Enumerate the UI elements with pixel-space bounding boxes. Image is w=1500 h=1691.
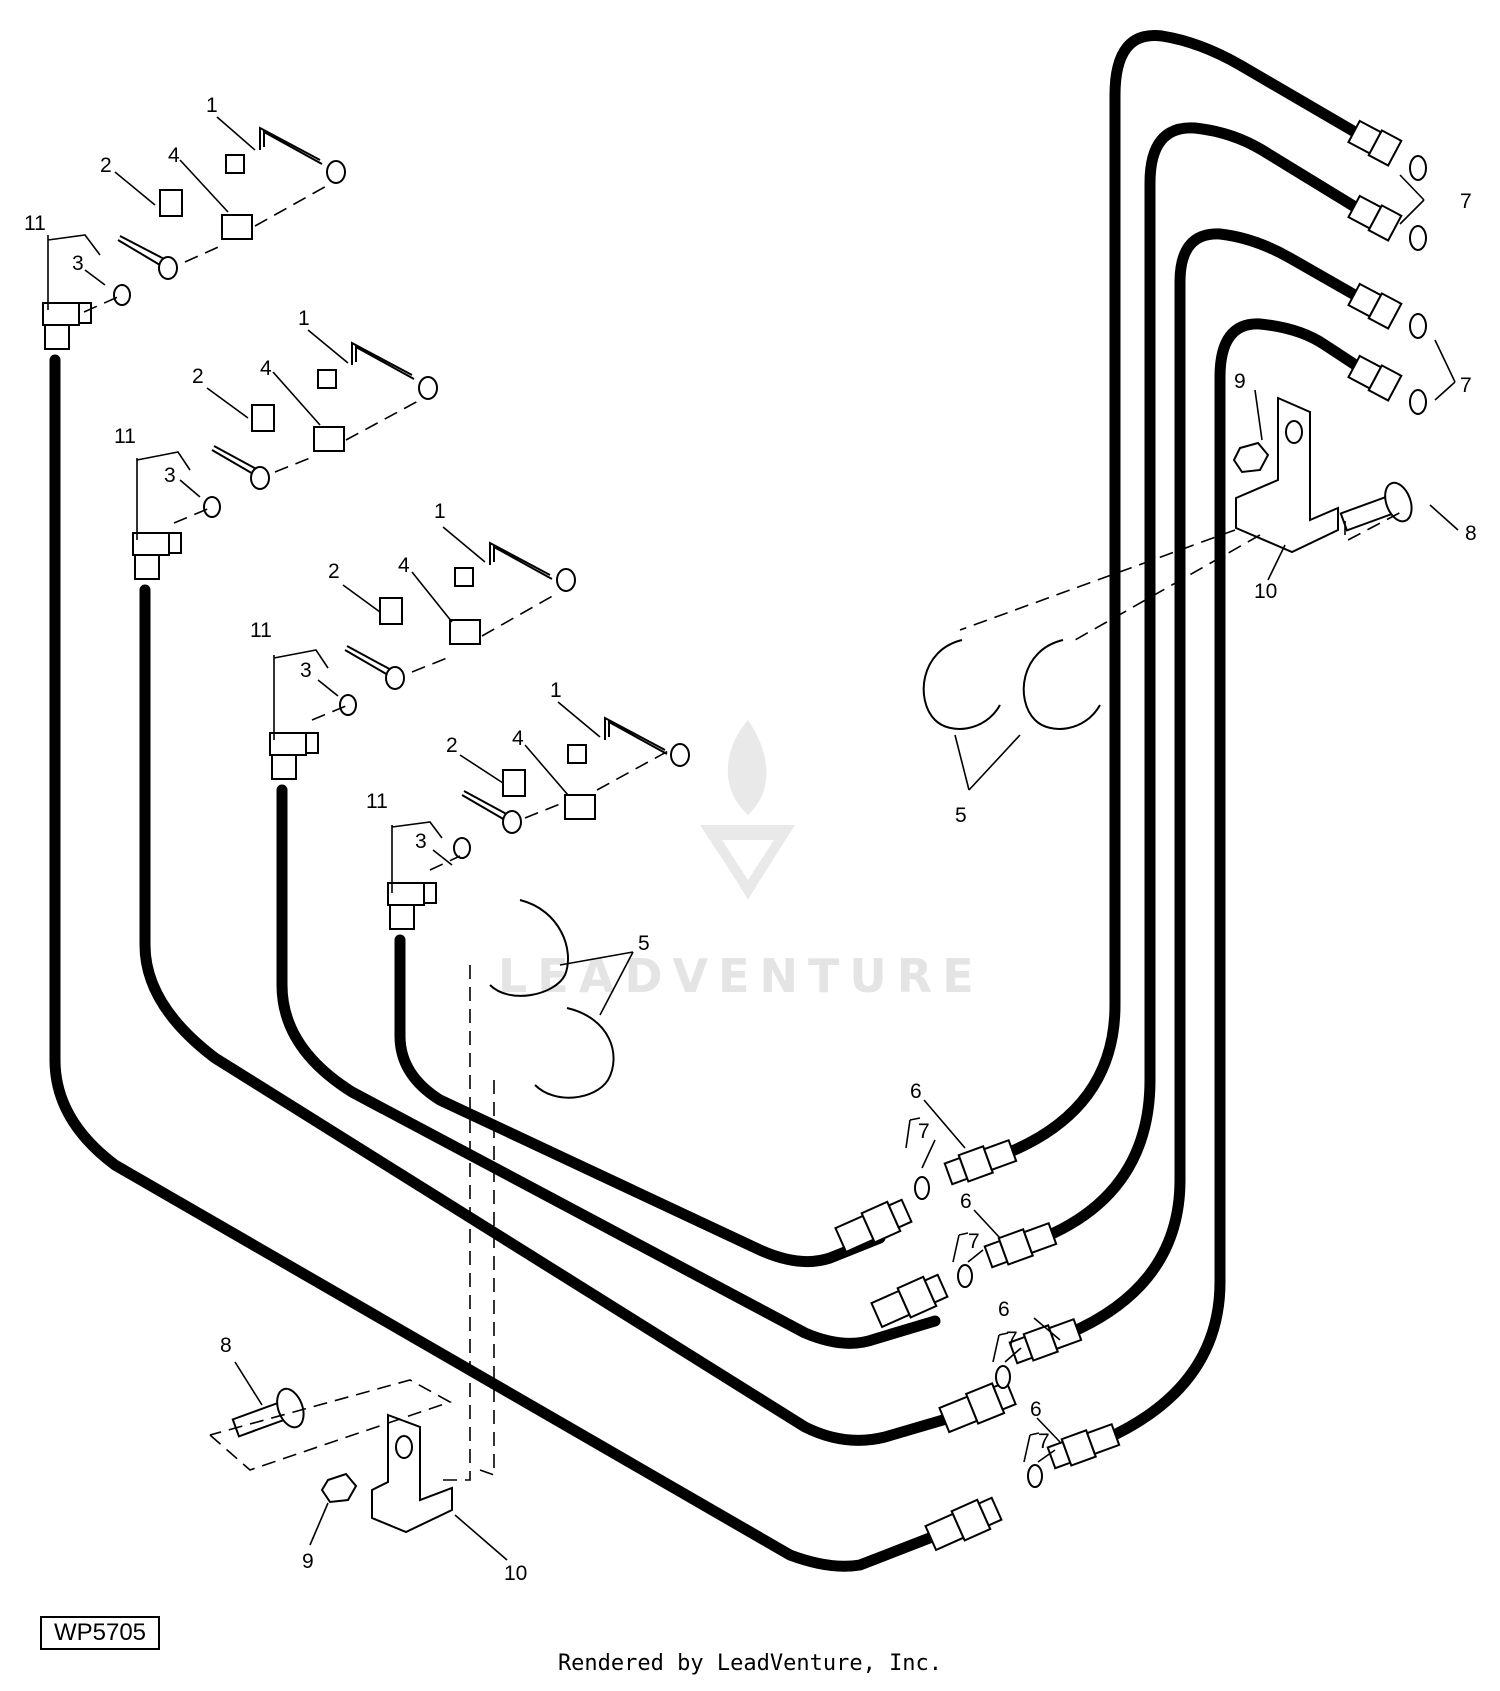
callout-7: 7 xyxy=(1460,190,1472,213)
fittings-right-lower xyxy=(914,1138,1121,1488)
callout-5: 5 xyxy=(955,804,967,827)
callout-8: 8 xyxy=(1465,522,1477,545)
callout-9: 9 xyxy=(302,1550,314,1573)
callout-7: 7 xyxy=(918,1120,930,1143)
figure-code-box: WP5705 xyxy=(40,1616,160,1650)
callout-8: 8 xyxy=(220,1334,232,1357)
callout-2: 2 xyxy=(328,560,340,583)
watermark-logo: LEADVENTURE xyxy=(498,720,984,1003)
hose-2 xyxy=(139,584,966,1446)
callout-2: 2 xyxy=(100,154,112,177)
fittings-right-upper xyxy=(1347,119,1427,415)
hose-lines xyxy=(49,30,1366,1572)
callout-11: 11 xyxy=(24,212,46,235)
hose-clamps xyxy=(489,639,1101,1099)
callout-4: 4 xyxy=(168,144,180,167)
callout-7: 7 xyxy=(1006,1328,1018,1351)
watermark-text: LEADVENTURE xyxy=(498,949,984,1003)
callout-11: 11 xyxy=(250,619,272,642)
callout-6: 6 xyxy=(1030,1398,1042,1421)
callout-5: 5 xyxy=(638,932,650,955)
callout-6: 6 xyxy=(998,1298,1010,1321)
hose-5 xyxy=(999,30,1366,1160)
elbow-assemblies xyxy=(42,126,690,930)
callout-10: 10 xyxy=(1254,580,1277,603)
hose-1 xyxy=(49,354,951,1572)
callout-7: 7 xyxy=(1038,1430,1050,1453)
callout-7: 7 xyxy=(1460,374,1472,397)
hose-4 xyxy=(394,934,886,1268)
callout-2: 2 xyxy=(192,365,204,388)
callout-labels: 1 2 4 11 3 1 2 4 11 3 1 2 4 11 3 1 2 4 1… xyxy=(24,94,1477,1585)
callout-3: 3 xyxy=(164,464,176,487)
callout-7: 7 xyxy=(968,1230,980,1253)
callout-3: 3 xyxy=(300,659,312,682)
hose-8 xyxy=(1102,318,1366,1444)
callout-4: 4 xyxy=(260,357,272,380)
callout-1: 1 xyxy=(206,94,218,117)
render-credit: Rendered by LeadVenture, Inc. xyxy=(557,1651,943,1676)
callout-10: 10 xyxy=(504,1562,527,1585)
hose-6 xyxy=(1039,122,1366,1243)
leader-lines xyxy=(47,116,1459,1561)
callout-11: 11 xyxy=(366,790,388,813)
callout-6: 6 xyxy=(960,1190,972,1213)
hose-3 xyxy=(276,784,941,1349)
callout-4: 4 xyxy=(512,727,524,750)
callout-6: 6 xyxy=(910,1080,922,1103)
callout-4: 4 xyxy=(398,554,410,577)
hose-7 xyxy=(1064,228,1366,1339)
fittings-left-lower xyxy=(834,1198,1017,1552)
callout-3: 3 xyxy=(415,830,427,853)
callout-2: 2 xyxy=(446,734,458,757)
callout-9: 9 xyxy=(1234,370,1246,393)
callout-3: 3 xyxy=(72,252,84,275)
callout-1: 1 xyxy=(298,307,310,330)
brackets xyxy=(209,396,1413,1534)
callout-1: 1 xyxy=(434,500,446,523)
callout-1: 1 xyxy=(550,679,562,702)
callout-11: 11 xyxy=(114,425,136,448)
